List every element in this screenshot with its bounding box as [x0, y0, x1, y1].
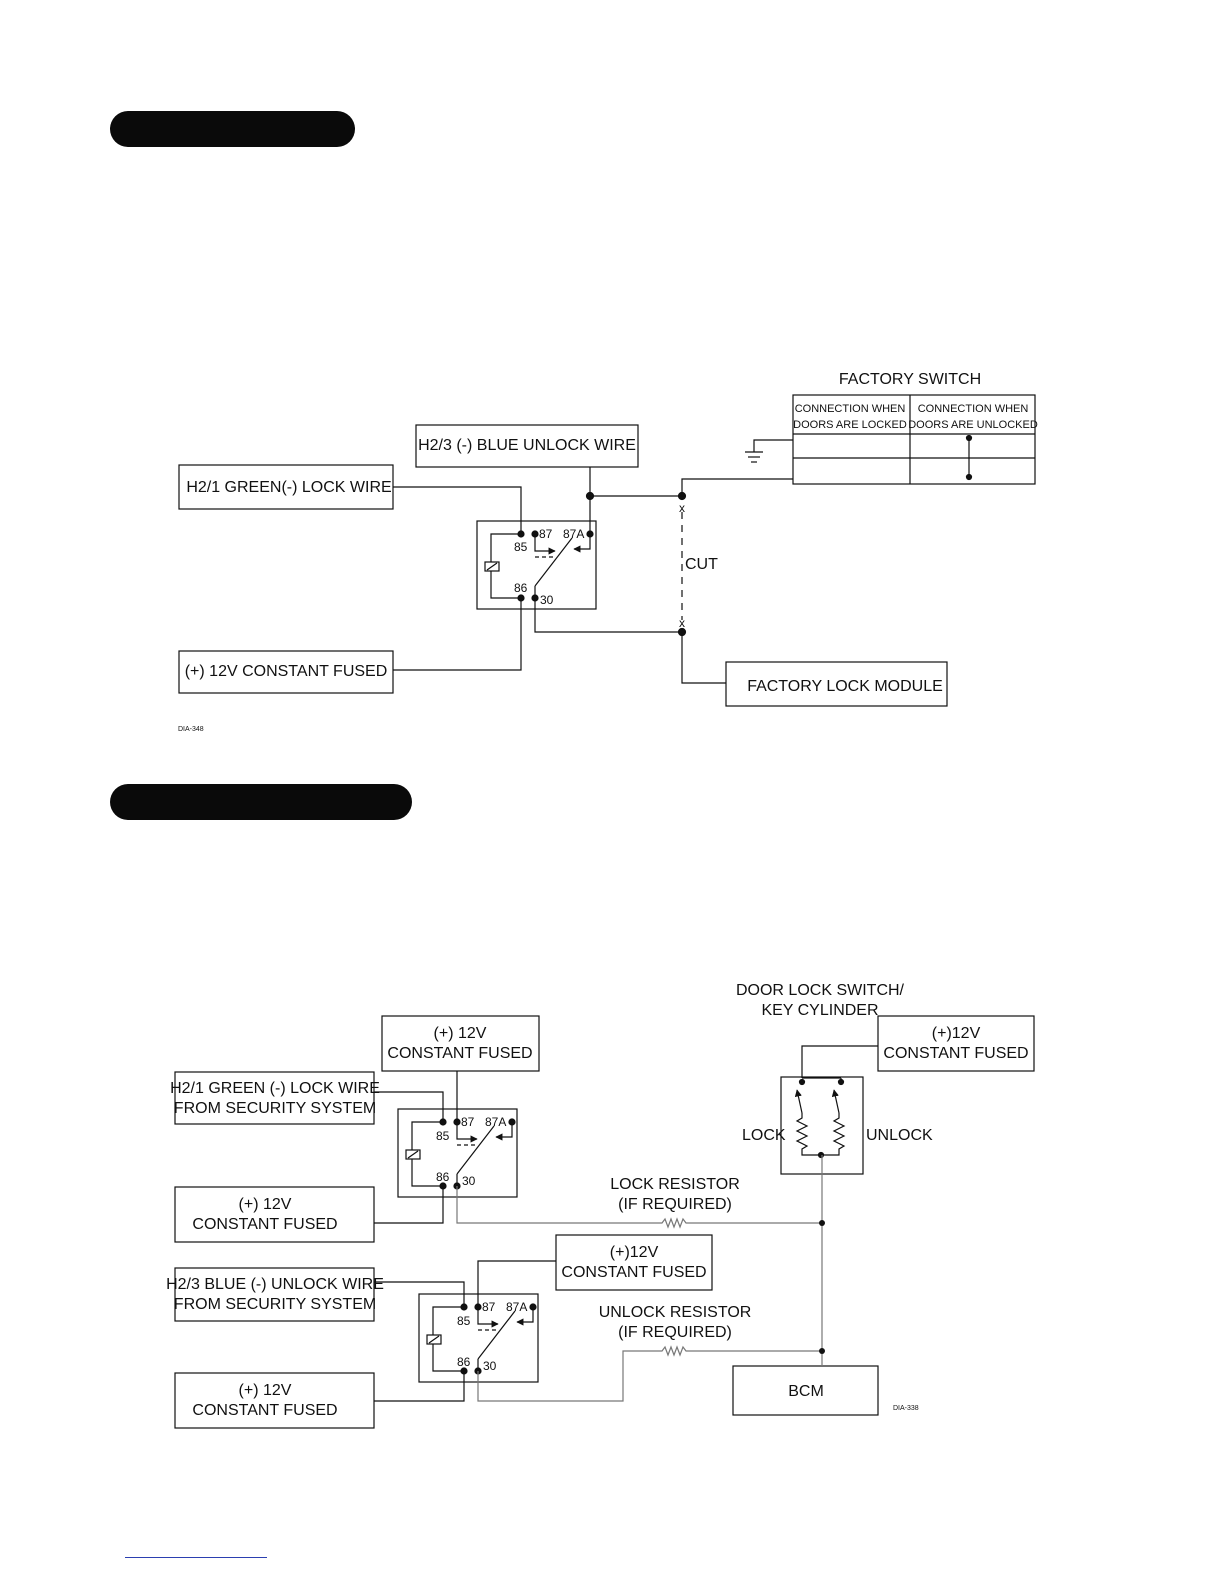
relay-lock-pin-85: 85	[436, 1129, 450, 1143]
green-lock-line1: H2/1 GREEN (-) LOCK WIRE	[170, 1080, 380, 1097]
section-header-bar-1	[110, 111, 355, 147]
relay1-86-power-line2: CONSTANT FUSED	[192, 1216, 337, 1233]
relay1-86-power-line1: (+) 12V	[239, 1196, 292, 1213]
wire-power-86-unlock	[374, 1371, 465, 1402]
relay-lock-pin-87: 87	[461, 1115, 475, 1129]
factory-lock-module-box	[725, 661, 948, 707]
switch-col2-line1: CONNECTION WHEN	[918, 403, 1029, 415]
blue-unlock-wire-box	[415, 424, 639, 468]
wire-to-factory-switch	[590, 478, 793, 497]
wire-30-to-module	[534, 598, 726, 684]
relay-unlock-pin-30: 30	[483, 1359, 497, 1373]
diagram2-code: DIA-338	[893, 1405, 919, 1412]
diagram-1: FACTORY SWITCH CONNECTION WHEN DOORS ARE…	[178, 371, 1038, 733]
relay-lock-pin-30: 30	[462, 1174, 476, 1188]
relay2-87-power-line1: (+)12V	[610, 1244, 659, 1261]
unlock-resistor-line2: (IF REQUIRED)	[618, 1324, 732, 1341]
relay-lock-pin-87a: 87A	[485, 1115, 506, 1129]
door-lock-switch	[780, 1045, 878, 1175]
diagram1-code: DIA-348	[178, 726, 204, 733]
relay1-pin-30: 30	[540, 593, 554, 607]
relay-lock-pin-86: 86	[436, 1170, 450, 1184]
blue-unlock-line2: FROM SECURITY SYSTEM	[174, 1296, 376, 1313]
wire-power-86	[393, 598, 522, 671]
relay-lock: 87 87A 85 86 30	[397, 1108, 518, 1198]
bcm-box	[732, 1365, 879, 1416]
relay2-86-power-line2: CONSTANT FUSED	[192, 1402, 337, 1419]
relay-1: 87 87A 85 86 30	[476, 520, 597, 610]
relay1-pin-86: 86	[514, 581, 528, 595]
switch-col2-line2: DOORS ARE UNLOCKED	[908, 419, 1038, 431]
cut-label: CUT	[685, 556, 718, 573]
factory-switch-title: FACTORY SWITCH	[839, 371, 981, 388]
relay2-86-power-line1: (+) 12V	[239, 1382, 292, 1399]
wire-blue-unlock-85	[374, 1281, 465, 1307]
lock-resistor-wire	[456, 1186, 822, 1229]
relay-unlock-pin-86: 86	[457, 1355, 471, 1369]
ground-icon	[745, 439, 793, 463]
lock-resistor-line2: (IF REQUIRED)	[618, 1196, 732, 1213]
relay-unlock-pin-87: 87	[482, 1300, 496, 1314]
door-lock-switch-title-1: DOOR LOCK SWITCH/	[736, 982, 905, 999]
relay-unlock: 87 87A 85 86 30	[418, 1293, 539, 1383]
top-power-box	[381, 1015, 540, 1072]
switch-col1-line1: CONNECTION WHEN	[795, 403, 906, 415]
blue-unlock-line1: H2/3 BLUE (-) UNLOCK WIRE	[166, 1276, 384, 1293]
wire-green-lock-85	[374, 1091, 444, 1122]
factory-lock-module-label: FACTORY LOCK MODULE	[747, 678, 943, 695]
diagram-2: DOOR LOCK SWITCH/ KEY CYLINDER (+) 12V C…	[166, 982, 1035, 1429]
switch-col1-line2: DOORS ARE LOCKED	[793, 419, 907, 431]
switch-power-line1: (+)12V	[932, 1025, 981, 1042]
section-header-bar-2	[110, 784, 412, 820]
blue-unlock-box	[174, 1267, 375, 1322]
relay1-86-power-box	[174, 1186, 375, 1243]
cut-mark-bottom: x	[679, 616, 685, 630]
green-lock-wire-label: H2/1 GREEN(-) LOCK WIRE	[186, 479, 391, 496]
top-power-line2: CONSTANT FUSED	[387, 1045, 532, 1062]
relay-unlock-pin-85: 85	[457, 1314, 471, 1328]
constant-fused-label: (+) 12V CONSTANT FUSED	[185, 663, 388, 680]
wire-power-87-unlock	[477, 1260, 556, 1307]
door-lock-switch-title-2: KEY CYLINDER	[761, 1002, 878, 1019]
footer-link-line	[125, 1557, 267, 1558]
constant-fused-box	[178, 650, 394, 694]
lock-label: LOCK	[742, 1127, 786, 1144]
unlock-resistor-wire	[477, 1345, 822, 1402]
bcm-label: BCM	[788, 1383, 824, 1400]
wire-power-86-lock	[374, 1186, 444, 1224]
wire-lock-85	[393, 486, 522, 534]
relay1-pin-87: 87	[539, 527, 553, 541]
switch-power-box	[877, 1015, 1035, 1072]
relay1-pin-87a: 87A	[563, 527, 584, 541]
unlock-label: UNLOCK	[866, 1127, 933, 1144]
green-lock-box	[174, 1071, 375, 1125]
relay-unlock-pin-87a: 87A	[506, 1300, 527, 1314]
factory-switch-table: CONNECTION WHEN DOORS ARE LOCKED CONNECT…	[792, 394, 1038, 485]
switch-power-line2: CONSTANT FUSED	[883, 1045, 1028, 1062]
relay1-pin-85: 85	[514, 540, 528, 554]
unlock-resistor-line1: UNLOCK RESISTOR	[599, 1304, 752, 1321]
lock-resistor-line1: LOCK RESISTOR	[610, 1176, 740, 1193]
green-lock-line2: FROM SECURITY SYSTEM	[174, 1100, 376, 1117]
top-power-line1: (+) 12V	[434, 1025, 487, 1042]
relay2-87-power-line2: CONSTANT FUSED	[561, 1264, 706, 1281]
blue-unlock-wire-label: H2/3 (-) BLUE UNLOCK WIRE	[418, 437, 636, 454]
cut-mark-top: x	[679, 501, 685, 515]
relay2-87-power-box	[555, 1234, 713, 1291]
